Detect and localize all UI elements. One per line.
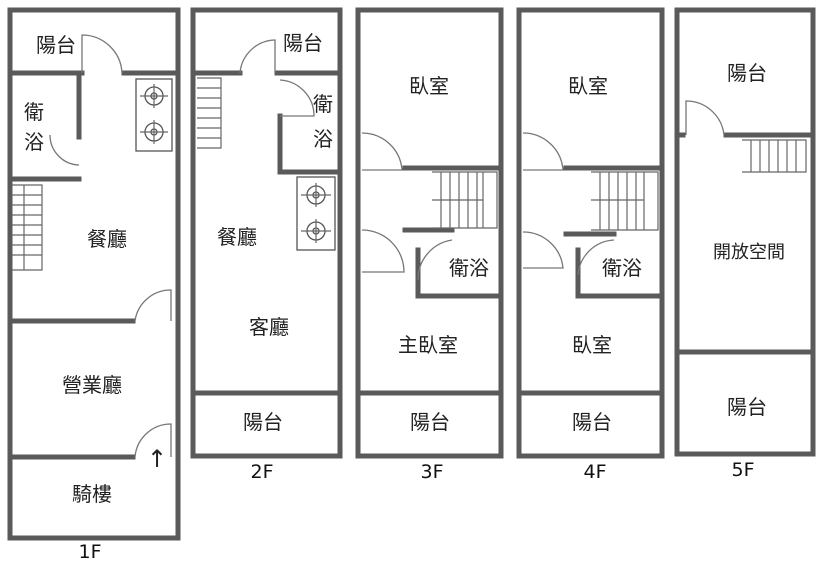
room-master-bedroom: 主臥室 <box>398 333 458 357</box>
room-balcony: 陽台 <box>572 410 612 434</box>
floor-4f-outline <box>516 7 665 459</box>
room-bedroom-bottom: 臥室 <box>572 333 612 357</box>
stove-icon <box>296 176 336 251</box>
floor-2f-outline <box>190 7 343 459</box>
floor-5f: 陽台 開放空間 陽台 5F <box>674 7 816 481</box>
floor-3f: 臥室 衛浴 主臥室 陽台 3F <box>355 7 504 483</box>
room-living: 客廳 <box>249 315 289 339</box>
door <box>361 229 405 273</box>
floor-label-2f: 2F <box>250 461 273 483</box>
room-balcony-top: 陽台 <box>727 61 767 85</box>
floor-label-3f: 3F <box>420 461 443 483</box>
room-bathroom: 衛浴 <box>449 256 489 280</box>
room-dining: 餐廳 <box>217 225 257 249</box>
floor-1f-outline <box>7 7 181 541</box>
door <box>134 423 172 458</box>
room-bathroom-char2: 浴 <box>313 127 333 151</box>
room-business-hall: 營業廳 <box>62 373 122 397</box>
door <box>685 100 725 136</box>
room-bathroom-char1: 衛 <box>313 92 333 116</box>
room-balcony-top: 陽台 <box>283 31 323 55</box>
room-bedroom: 臥室 <box>409 74 449 98</box>
room-balcony: 陽台 <box>410 410 450 434</box>
room-arcade: 騎樓 <box>72 482 112 506</box>
stairs-icon <box>12 184 43 271</box>
stove-icon <box>135 78 173 152</box>
stairs-icon <box>197 77 222 149</box>
floor-5f-outline <box>674 7 816 457</box>
door <box>134 289 172 322</box>
floor-2f: 陽台 衛 浴 餐廳 客廳 陽台 2F <box>190 7 343 483</box>
room-dining: 餐廳 <box>87 227 127 251</box>
room-bathroom: 衛浴 <box>602 256 642 280</box>
floor-3f-outline <box>355 7 504 459</box>
stairs-icon <box>591 171 659 231</box>
floor-label-5f: 5F <box>731 459 754 481</box>
entrance-arrow-icon: ↑ <box>147 445 167 473</box>
room-balcony-bottom: 陽台 <box>243 410 283 434</box>
door <box>522 231 564 269</box>
door <box>417 239 453 281</box>
door <box>49 134 80 166</box>
stairs-icon <box>432 171 498 229</box>
room-open-space: 開放空間 <box>713 242 785 263</box>
room-bathroom-char2: 浴 <box>24 130 44 154</box>
floor-label-1f: 1F <box>78 541 101 563</box>
floor-label-4f: 4F <box>583 461 606 483</box>
stairs-icon <box>742 139 807 173</box>
door <box>522 132 564 171</box>
room-balcony-bottom: 陽台 <box>727 395 767 419</box>
door <box>81 34 123 74</box>
room-bathroom-char1: 衛 <box>24 100 44 124</box>
room-bedroom-top: 臥室 <box>568 74 608 98</box>
door <box>361 132 403 171</box>
door <box>239 39 276 74</box>
room-balcony: 陽台 <box>36 33 76 57</box>
door <box>279 79 315 117</box>
floor-4f: 臥室 衛浴 臥室 陽台 4F <box>516 7 665 483</box>
floor-1f: 陽台 衛 浴 餐廳 營業廳 騎樓 ↑ 1F <box>7 7 181 563</box>
door <box>577 239 615 276</box>
